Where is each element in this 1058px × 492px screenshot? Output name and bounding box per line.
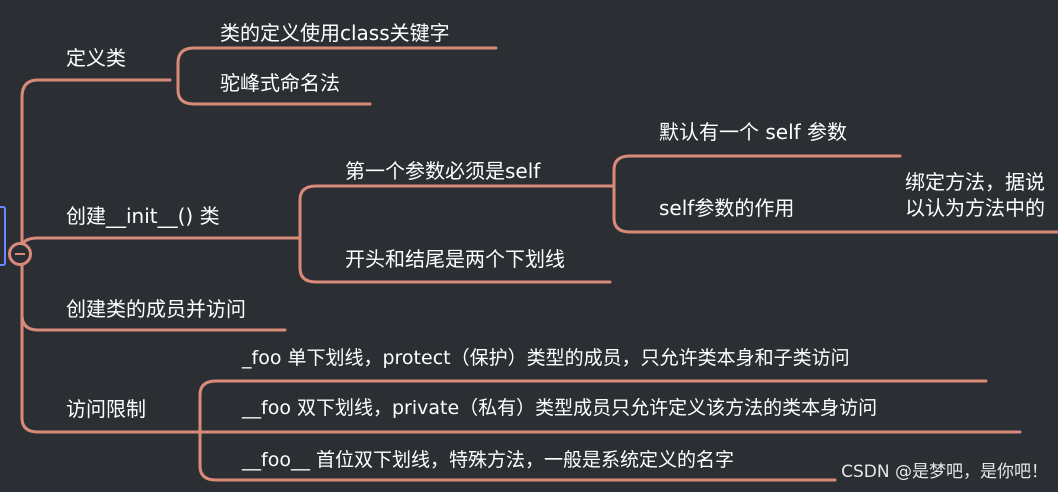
node-double-underscore-private[interactable]: __foo 双下划线，private（私有）类型成员只允许定义该方法的类本身访问 xyxy=(242,397,878,419)
branch-define-class[interactable]: 定义类 xyxy=(66,46,126,70)
collapse-toggle-icon[interactable] xyxy=(8,242,32,266)
node-double-underscore[interactable]: 开头和结尾是两个下划线 xyxy=(345,247,565,271)
node-camel-case[interactable]: 驼峰式命名法 xyxy=(220,71,340,95)
node-self-note-line-1[interactable]: 绑定方法，据说 xyxy=(905,170,1045,194)
access-branch-3 xyxy=(198,430,837,482)
trunk-to-create-init xyxy=(20,236,302,255)
node-self-note-line-2[interactable]: 以认为方法中的 xyxy=(905,196,1045,220)
init-branch-1 xyxy=(298,184,616,240)
node-self-purpose[interactable]: self参数的作用 xyxy=(659,196,795,220)
init-branch-2 xyxy=(298,236,612,284)
self-branch-1 xyxy=(612,154,902,188)
root-node-edge[interactable] xyxy=(0,206,6,266)
node-single-underscore[interactable]: _foo 单下划线，protect（保护）类型的成员，只允许类本身和子类访问 xyxy=(242,347,850,369)
node-default-self[interactable]: 默认有一个 self 参数 xyxy=(659,120,848,144)
branch-create-init[interactable]: 创建__init__() 类 xyxy=(66,204,220,228)
branch-create-members[interactable]: 创建类的成员并访问 xyxy=(66,297,246,321)
self-branch-2 xyxy=(612,184,900,234)
csdn-watermark: CSDN @是梦吧，是你吧！ xyxy=(841,462,1048,482)
define-class-branch-2 xyxy=(176,78,372,106)
define-class-branch xyxy=(176,46,498,82)
node-dunder-special[interactable]: __foo__ 首位双下划线，特殊方法，一般是系统定义的名字 xyxy=(242,449,734,471)
node-first-param-self[interactable]: 第一个参数必须是self xyxy=(345,159,541,183)
access-branch-1 xyxy=(198,379,988,434)
trunk-to-access xyxy=(20,251,202,434)
branch-access-control[interactable]: 访问限制 xyxy=(66,397,146,421)
main-trunk-connector xyxy=(20,78,172,255)
node-class-keyword[interactable]: 类的定义使用class关键字 xyxy=(220,21,450,45)
